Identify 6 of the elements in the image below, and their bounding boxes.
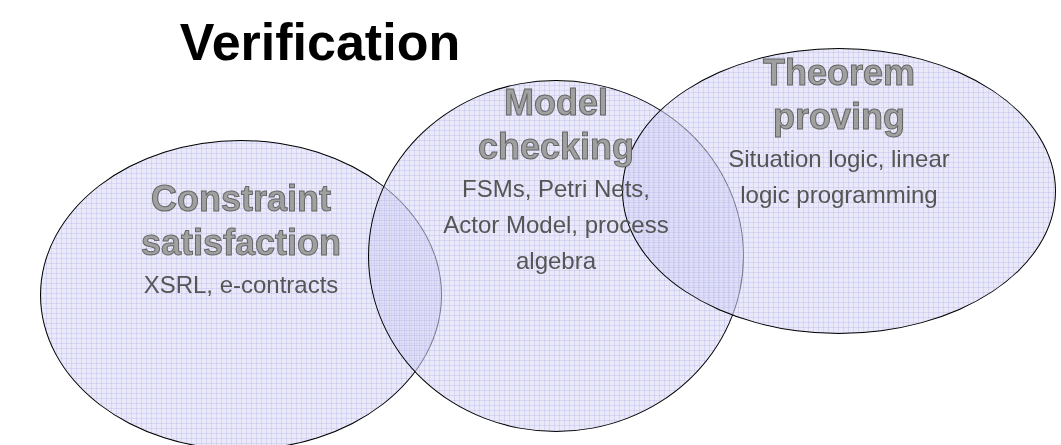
circle-heading: Theorem proving [761, 51, 916, 139]
circle-text: XSRL, e-contracts [142, 270, 340, 300]
diagram-title: Verification [178, 12, 462, 72]
circle-heading: Model checking [476, 81, 636, 169]
circle-text: Situation logic, linear logic programming [727, 144, 951, 210]
circle-heading: Constraint satisfaction [139, 177, 343, 265]
